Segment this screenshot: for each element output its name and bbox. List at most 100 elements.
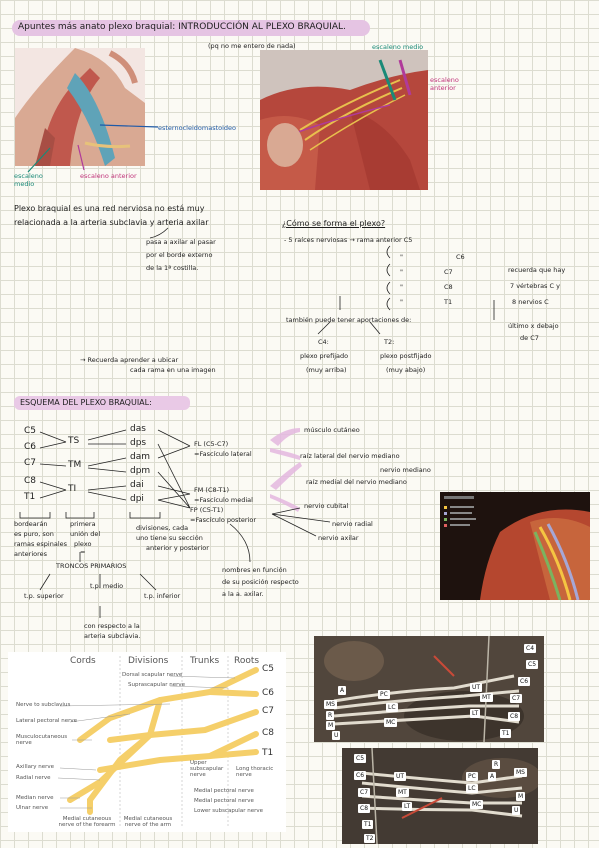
d1-label-c5: C5 — [526, 660, 539, 669]
diagram-root-c6: C6 — [262, 688, 275, 698]
intro-line2: relacionada a la arteria subclavia y art… — [14, 218, 209, 227]
diagram-axillary: Axillary nerve — [16, 764, 55, 770]
root-c8: C8 — [444, 283, 453, 291]
d1-label-pc: PC — [378, 690, 390, 699]
division-note-3: anterior y posterior — [146, 544, 209, 552]
intro-line5: de la 1ª costilla. — [146, 264, 199, 272]
reminder-1: recuerda que hay — [508, 266, 566, 274]
scheme-trunk-tm: TM — [68, 460, 82, 470]
d1-label-r: R — [326, 711, 335, 720]
diagram-header-cords: Cords — [70, 656, 96, 666]
shoulder-dissection-illustration — [260, 50, 428, 190]
diagram-header-trunks: Trunks — [190, 656, 220, 666]
reminder-5: de C7 — [520, 334, 539, 342]
d1-label-lc: LC — [386, 703, 398, 712]
cord-fl-name: =Fascículo lateral — [194, 450, 252, 458]
label-scalenus-medio-right: escaleno medio — [372, 43, 424, 51]
d2-label-c7: C7 — [358, 788, 371, 797]
label-scalenus-medio-left: escaleno medio — [14, 172, 43, 189]
d1-label-mt: MT — [480, 693, 493, 702]
d2-label-lc: LC — [466, 784, 478, 793]
intro-line4: por el borde externo — [146, 251, 213, 259]
shoulder-nerves-photo — [440, 492, 590, 600]
d2-label-c6: C6 — [354, 771, 367, 780]
note-trunks-3: plexo — [74, 540, 92, 548]
tp-medio: t.p. medio — [90, 582, 124, 590]
nerve-median: nervio mediano — [380, 466, 431, 474]
d2-label-t1: T1 — [362, 820, 374, 829]
contributions-line: también puede tener aportaciones de: — [286, 316, 412, 324]
diagram-medial-cutaneous-arm: Medial cutaneous nerve of the arm — [123, 816, 173, 828]
respect-line-2: arteria subclavia. — [84, 632, 141, 640]
scheme-trunk-ti: TI — [68, 484, 77, 494]
label-scalenus-anterior-left: escaleno anterior — [80, 172, 137, 180]
note-roots-4: anteriores — [14, 550, 48, 558]
cord-note-2: de su posición respecto — [222, 578, 299, 586]
division-note-1: divisiones, cada — [136, 524, 189, 532]
diagram-nerve-subclavius: Nerve to subclavius — [16, 702, 71, 708]
root-c7: C7 — [444, 268, 453, 276]
d2-label-ms: MS — [514, 768, 527, 777]
scheme-root-t1: T1 — [24, 492, 36, 502]
d2-label-lt: LT — [402, 802, 413, 811]
cord-fm: FM (C8-T1) — [194, 486, 230, 494]
scheme-root-c7: C7 — [24, 458, 37, 468]
d1-label-a: A — [338, 686, 347, 695]
d1-label-ut: UT — [470, 683, 483, 692]
low-label: (muy abajo) — [386, 366, 426, 374]
shoulder-dissection-photo — [260, 50, 428, 190]
scheme-div-dai: dai — [130, 480, 144, 490]
diagram-dorsal-scapular: Dorsal scapular nerve — [122, 672, 183, 678]
reminder-learn-1: → Recuerda aprender a ubicar — [80, 356, 179, 364]
high-label: (muy arriba) — [306, 366, 347, 374]
cord-fl: FL (C5-C7) — [194, 440, 229, 448]
note-roots-3: ramas espinales — [14, 540, 68, 548]
nerve-ulnar: nervio cubital — [304, 502, 349, 510]
d2-label-mt: MT — [396, 788, 409, 797]
note-trunks-2: unión del — [70, 530, 101, 538]
division-note-2: uno tiene su sección — [136, 534, 203, 542]
cord-fp-name: =Fascículo posterior — [190, 516, 257, 524]
d1-label-t1: T1 — [500, 729, 512, 738]
diagram-root-c5: C5 — [262, 664, 275, 674]
d1-label-lt: LT — [470, 709, 481, 718]
d1-label-ms: MS — [324, 700, 337, 709]
d1-label-u: U — [332, 731, 341, 740]
diagram-upper-subscapular: Upper subscapular nerve — [190, 760, 224, 778]
label-sternocleido: esternocleidomastoideo — [158, 124, 237, 132]
nerve-musculocutaneous: músculo cutáneo — [304, 426, 360, 434]
ditto-3: " — [400, 283, 403, 291]
dissection-1-illustration — [314, 636, 544, 742]
diagram-long-thoracic: Long thoracic nerve — [236, 766, 274, 778]
scheme-div-das: das — [130, 424, 146, 434]
nerve-medial-root-median: raíz medial del nervio mediano — [306, 478, 407, 486]
equals-sign: = — [80, 548, 86, 556]
scheme-div-dpm: dpm — [130, 466, 151, 476]
diagram-medial-pectoral-1: Medial pectoral nerve — [194, 788, 254, 794]
d1-label-m: M — [326, 721, 336, 730]
note-roots-2: es puro, son — [14, 530, 54, 538]
scheme-div-dps: dps — [130, 438, 147, 448]
cord-fp: FP (C5-T1) — [190, 506, 224, 514]
diagram-medial-pectoral-2: Medial pectoral nerve — [194, 798, 254, 804]
scheme-div-dpi: dpi — [130, 494, 144, 504]
d1-label-c4: C4 — [524, 644, 537, 653]
cord-note-1: nombres en función — [222, 566, 287, 574]
d1-label-c6: C6 — [518, 677, 531, 686]
d2-label-a: A — [488, 772, 497, 781]
d1-label-c8: C8 — [508, 712, 521, 721]
diagram-musculocutaneous: Musculocutaneous nerve — [16, 734, 68, 746]
nerve-lateral-root-median: raíz lateral del nervio mediano — [300, 452, 400, 460]
reminder-3: 8 nervios C — [512, 298, 549, 306]
diagram-header-divisions: Divisions — [128, 656, 169, 666]
scheme-trunk-ts: TS — [68, 436, 80, 446]
d2-label-mc: MC — [470, 800, 484, 809]
diagram-lower-subscapular: Lower subscapular nerve — [194, 808, 263, 814]
scheme-heading-highlight — [14, 396, 190, 410]
trunks-title: TRONCOS PRIMARIOS — [56, 562, 127, 570]
d2-label-ut: UT — [394, 772, 407, 781]
d2-label-u: U — [512, 806, 521, 815]
nerve-radial: nervio radial — [332, 520, 373, 528]
scheme-root-c8: C8 — [24, 476, 37, 486]
c4-label: C4: — [318, 338, 329, 346]
